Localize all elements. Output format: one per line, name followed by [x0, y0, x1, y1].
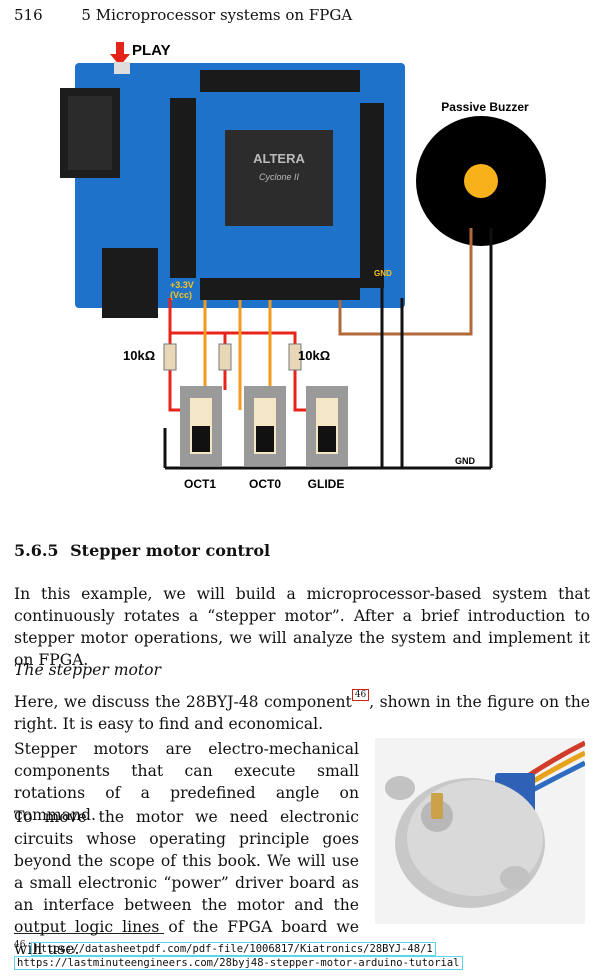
bottom-pin-header [200, 278, 360, 300]
vcc-label: +3.3V [170, 280, 194, 290]
section-title: Stepper motor control [70, 541, 271, 560]
footnote-46-line2: https://lastminuteengineers.com/28byj48-… [14, 956, 463, 970]
footnote-url-2[interactable]: https://lastminuteengineers.com/28byj48-… [14, 956, 463, 970]
component-text-end: , shown in the figure on the right. It i… [14, 693, 590, 733]
left-pin-header [170, 98, 196, 278]
stepper-description-paragraph: Stepper motors are electro-mechanical co… [14, 740, 359, 824]
play-label: PLAY [132, 42, 171, 59]
resistor-label-right: 10kΩ [298, 348, 330, 363]
section-heading: 5.6.5 Stepper motor control [14, 541, 270, 560]
footnote-number: 46 [14, 940, 26, 950]
vcc-label-2: (Vcc) [170, 290, 192, 300]
fpga-chip [225, 130, 333, 226]
buzzer-brown-wire [338, 228, 473, 336]
gnd-board-label: GND [374, 269, 392, 278]
switch-label-oct1: OCT1 [184, 477, 216, 491]
footnote-ref-link[interactable]: 46 [351, 689, 370, 701]
top-pin-header [200, 70, 360, 92]
subheading: The stepper motor [14, 661, 162, 679]
driver-board-paragraph: To move the motor we need electronic cir… [14, 808, 359, 958]
play-button[interactable] [114, 62, 130, 74]
resistor-1 [163, 343, 177, 371]
intro-paragraph: In this example, we will build a micropr… [14, 585, 590, 669]
vcc-red-wire-top [170, 331, 297, 390]
resistor-3 [288, 343, 302, 371]
page-number: 516 [14, 6, 43, 24]
power-jack [102, 248, 158, 318]
resistor-2 [218, 343, 232, 371]
fpga-wiring-figure: PLAY ALTERA Cyclone II +3.3V (Vcc) GND P… [60, 42, 546, 491]
play-arrow-icon [110, 42, 130, 66]
switch-label-oct0: OCT0 [249, 477, 281, 491]
footnote-46: 46 https://datasheetpdf.com/pdf-file/1006… [14, 940, 436, 956]
chip-family: Cyclone II [259, 172, 300, 182]
section-number: 5.6.5 [14, 541, 59, 560]
right-pin-header [360, 103, 384, 288]
chip-brand: ALTERA [253, 151, 305, 166]
stepper-motor-photo [375, 738, 585, 924]
gnd-bottom-label: GND [455, 456, 476, 466]
chapter-title: 5 Microprocessor systems on FPGA [81, 6, 353, 24]
gnd-black-wire [163, 228, 493, 470]
footnote-rule [14, 933, 164, 934]
component-text: Here, we discuss the 28BYJ-48 component [14, 693, 352, 711]
resistor-label-left: 10kΩ [123, 348, 155, 363]
buzzer-label: Passive Buzzer [441, 100, 529, 114]
switch-label-glide: GLIDE [308, 477, 345, 491]
buzzer-center [464, 164, 498, 198]
footnote-url-1[interactable]: https://datasheetpdf.com/pdf-file/100681… [31, 941, 436, 956]
running-header: 516 5 Microprocessor systems on FPGA [14, 6, 352, 24]
